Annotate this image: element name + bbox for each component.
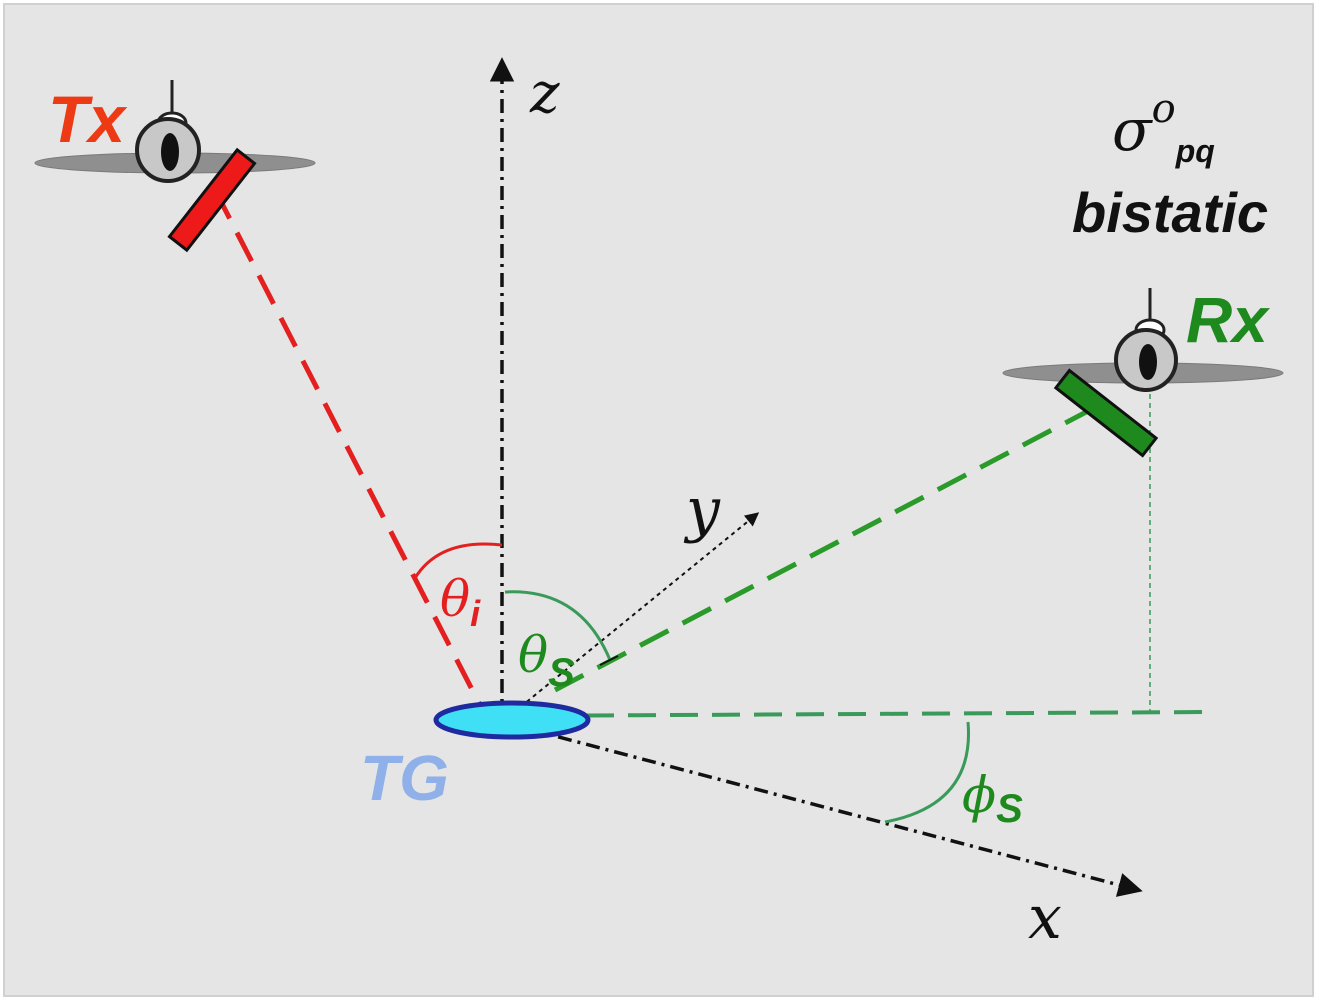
target-ellipse-icon bbox=[433, 700, 591, 740]
tx-antenna-icon bbox=[167, 147, 257, 253]
tx-label: Tx bbox=[48, 82, 127, 156]
rx-label: Rx bbox=[1186, 284, 1270, 356]
rx-beam bbox=[553, 407, 1092, 693]
theta-i-arc bbox=[413, 542, 503, 579]
theta-s-arc-tick bbox=[599, 655, 619, 666]
theta-i-label: θi bbox=[440, 570, 481, 634]
phi-s-label: ϕS bbox=[962, 766, 1023, 831]
y-axis bbox=[501, 512, 760, 723]
tx-beam bbox=[212, 188, 483, 707]
z-axis-label: z bbox=[529, 61, 560, 126]
tg-label: TG bbox=[360, 742, 449, 814]
ground-projection-line bbox=[501, 710, 1211, 718]
y-axis-label: y bbox=[683, 475, 721, 545]
rx-antenna-icon bbox=[1053, 368, 1159, 458]
theta-s-label: θS bbox=[518, 626, 575, 695]
sigma-label: σopq bbox=[1112, 86, 1215, 169]
x-axis-label: x bbox=[1028, 883, 1062, 953]
theta-s-arc bbox=[504, 590, 612, 661]
bistatic-label: bistatic bbox=[1072, 181, 1268, 244]
phi-s-arc bbox=[884, 721, 971, 824]
x-axis bbox=[501, 720, 1143, 897]
